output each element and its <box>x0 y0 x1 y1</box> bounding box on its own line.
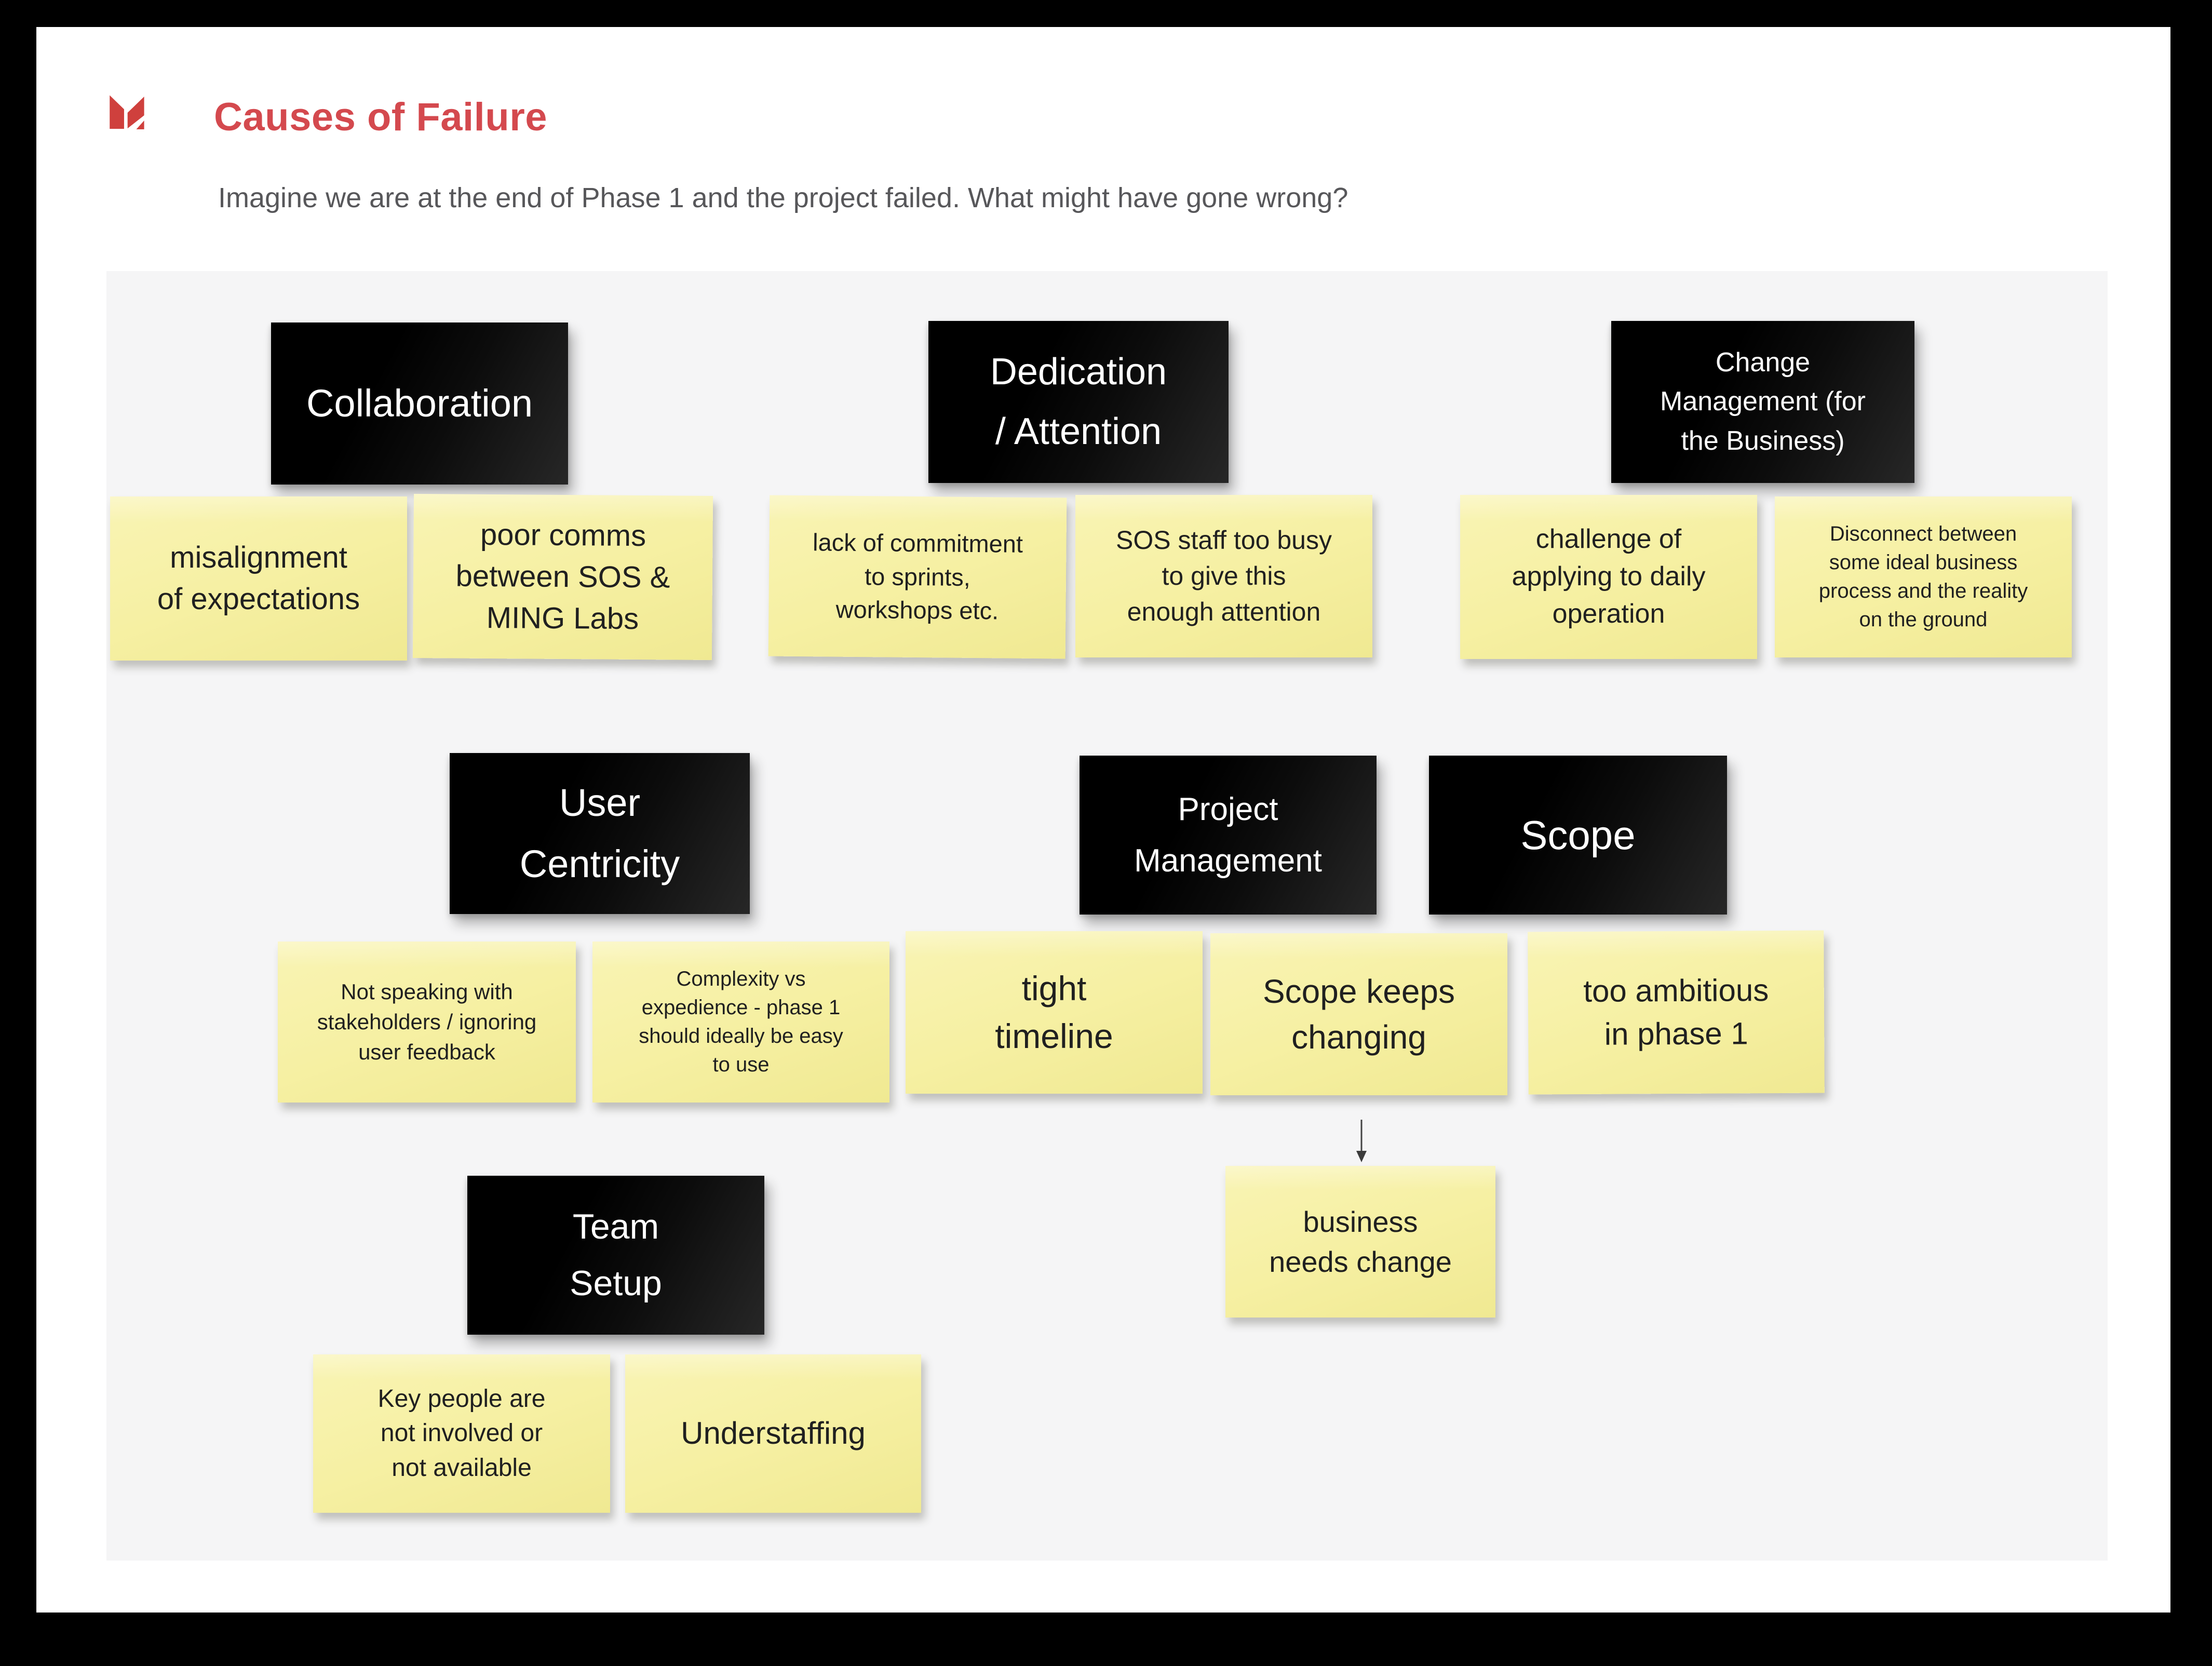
sticky-note-challenge-daily-operation[interactable]: challenge of applying to daily operation <box>1460 495 1757 659</box>
page-subtitle: Imagine we are at the end of Phase 1 and… <box>218 182 1348 213</box>
sticky-note-understaffing[interactable]: Understaffing <box>625 1354 921 1513</box>
sticky-note-key-people[interactable]: Key people are not involved or not avail… <box>313 1354 610 1513</box>
sticky-note-not-speaking-stakeholders[interactable]: Not speaking with stakeholders / ignorin… <box>278 942 576 1103</box>
category-card-user-centricity[interactable]: User Centricity <box>450 753 750 914</box>
category-card-change-management[interactable]: Change Management (for the Business) <box>1611 321 1914 483</box>
category-card-team-setup[interactable]: Team Setup <box>467 1176 764 1335</box>
sticky-note-business-needs-change[interactable]: business needs change <box>1225 1166 1495 1318</box>
page-title: Causes of Failure <box>214 95 548 139</box>
sticky-note-poor-comms[interactable]: poor comms between SOS & MING Labs <box>412 493 713 661</box>
sticky-note-tight-timeline[interactable]: tight timeline <box>906 931 1203 1094</box>
sticky-note-too-ambitious[interactable]: too ambitious in phase 1 <box>1528 930 1825 1095</box>
connector-arrow-down[interactable] <box>1349 1119 1374 1165</box>
sticky-note-misalignment[interactable]: misalignment of expectations <box>110 496 407 661</box>
sticky-note-complexity-vs-expedience[interactable]: Complexity vs expedience - phase 1 shoul… <box>592 942 889 1103</box>
category-card-project-management[interactable]: Project Management <box>1080 756 1377 915</box>
ming-labs-logo-icon <box>110 95 144 129</box>
sticky-note-scope-keeps-changing[interactable]: Scope keeps changing <box>1210 933 1507 1095</box>
sticky-note-disconnect-ideal-reality[interactable]: Disconnect between some ideal business p… <box>1775 496 2072 657</box>
whiteboard-canvas[interactable] <box>106 271 2108 1561</box>
sticky-note-lack-of-commitment[interactable]: lack of commitment to sprints, workshops… <box>768 495 1067 659</box>
category-card-dedication-attention[interactable]: Dedication / Attention <box>928 321 1229 483</box>
category-card-collaboration[interactable]: Collaboration <box>271 323 568 485</box>
sticky-note-sos-staff-busy[interactable]: SOS staff too busy to give this enough a… <box>1075 495 1372 657</box>
category-card-scope[interactable]: Scope <box>1429 756 1727 915</box>
